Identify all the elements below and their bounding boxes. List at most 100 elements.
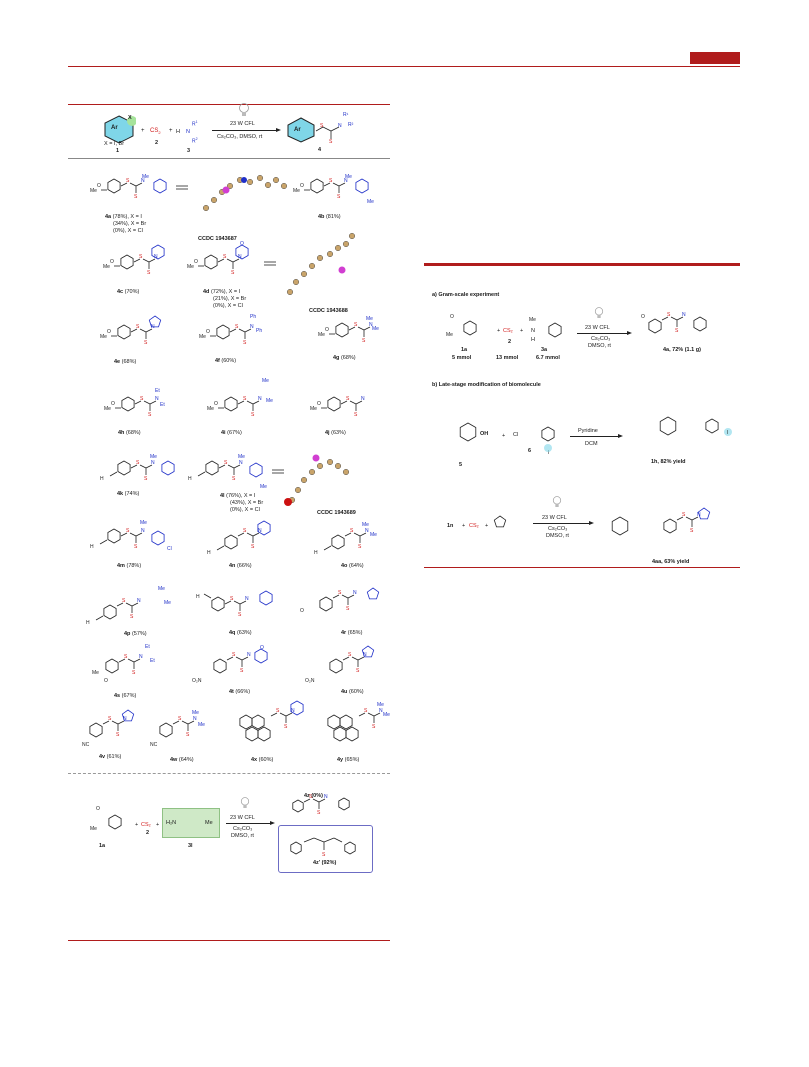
- thione-sulfur-label: S: [356, 668, 360, 674]
- aryl-s-bond: [323, 182, 331, 187]
- ortep-atom: [316, 254, 324, 262]
- product-n: N: [338, 123, 342, 129]
- s-c-bond: [246, 400, 254, 405]
- oxygen-atom-label: O: [325, 327, 329, 333]
- oxygen-atom-label: O: [194, 259, 198, 265]
- chlorine-label: Cl: [167, 546, 172, 552]
- nitro-label: O₂N: [192, 678, 202, 684]
- ethyl-label: Et: [155, 388, 160, 394]
- tolyl-ring: [355, 178, 369, 194]
- nitrogen-atom-label: N: [363, 652, 367, 658]
- nitrogen-atom-label: N: [245, 596, 249, 602]
- b-product-label: 1h, 82% yield: [651, 459, 686, 465]
- product-label-4j: 4j (63%): [325, 430, 346, 436]
- aryl-s-bond: [224, 600, 232, 605]
- product-label-4v: 4v (61%): [99, 754, 122, 760]
- methyl-label: Me: [370, 532, 377, 538]
- cmpd-4-label: 4: [318, 147, 322, 153]
- sulfur-atom-label: S: [364, 708, 368, 714]
- thiourea-bond: [323, 837, 335, 843]
- thione-sulfur-label: S: [322, 852, 326, 858]
- benzoate-ring: [705, 418, 719, 434]
- sulfur-atom-label: S: [139, 254, 143, 260]
- ccdc-label-3: CCDC 1943689: [317, 510, 356, 516]
- c-n-bond: [244, 328, 252, 333]
- c-n-bond: [691, 516, 699, 521]
- product-label-4l: 4l (76%), X = I: [220, 493, 256, 499]
- s-c-bond: [235, 656, 243, 661]
- nitrogen-atom-label: N: [155, 396, 159, 402]
- control-arrow-head: [270, 821, 275, 825]
- a-cond-base: Cs₂CO₃: [591, 336, 611, 342]
- a-arrow: [577, 333, 629, 334]
- ortep-atom: [292, 278, 300, 286]
- ortep-atom: [334, 462, 342, 470]
- product-4d-line2: (21%), X = Br: [213, 296, 247, 302]
- cmpd-2-label: 2: [155, 140, 159, 146]
- product-4w-ring: [159, 722, 173, 738]
- methyl-label: Me: [140, 520, 147, 526]
- c-n-bond: [359, 532, 367, 537]
- s-c-bond: [332, 182, 340, 187]
- ortep-atom: [342, 240, 350, 248]
- thione-sulfur-label: S: [240, 668, 244, 674]
- b-oh: OH: [480, 431, 489, 437]
- product-4l-ring: [205, 460, 219, 476]
- hydrogen-label: H: [86, 620, 90, 626]
- product-label-4y: 4y (65%): [337, 757, 360, 763]
- a-cs2-num: 2: [508, 339, 512, 345]
- s-c-bond: [353, 532, 361, 537]
- nitrogen-atom-label: N: [239, 460, 243, 466]
- methyl-label: Me: [310, 406, 317, 412]
- methyl-label: Me: [362, 522, 369, 528]
- nitrogen-atom-label: N: [258, 396, 262, 402]
- oxygen-atom-label: O: [240, 241, 244, 247]
- a-arrow-head: [627, 331, 632, 335]
- amine-r2: R2: [192, 137, 198, 145]
- x-def: X = I, Br: [104, 141, 125, 147]
- nitrogen-atom-label: N: [361, 396, 365, 402]
- sulfur-atom-label: S: [235, 324, 239, 330]
- a-sm-label: 1a: [461, 347, 468, 353]
- ortep-atom: [256, 174, 264, 182]
- thione-sulfur-label: S: [675, 328, 679, 334]
- s-c-bond: [142, 258, 150, 263]
- nitrile-label: NC: [82, 742, 90, 748]
- methyl-label: Me: [266, 398, 273, 404]
- b-cond-pyridine: Pyridine: [578, 428, 598, 434]
- methyl-label: Me: [164, 600, 171, 606]
- methyl-label: Me: [383, 712, 390, 718]
- reaction-arrow: [212, 130, 278, 131]
- section-a-title: a) Gram-scale experiment: [432, 292, 500, 298]
- ortep-atom: [300, 476, 308, 484]
- b-arrow: [570, 436, 620, 437]
- b-cond-dcm: DCM: [585, 441, 598, 447]
- nitrogen-atom-label: N: [141, 528, 145, 534]
- thione-sulfur-label: S: [144, 340, 148, 346]
- nitrogen-atom-label: N: [247, 652, 251, 658]
- s-c-bond: [685, 516, 693, 521]
- ortep-sulfur: [338, 266, 346, 274]
- product-4a-line2: (34%), X = Br: [113, 221, 147, 227]
- aryl-s-bond: [118, 658, 126, 663]
- methyl-label: Me: [198, 722, 205, 728]
- scheme-right-top-rule: [424, 263, 740, 266]
- aryl-s-bond: [172, 720, 180, 725]
- sulfur-atom-label: S: [122, 598, 126, 604]
- sulfur-atom-label: S: [178, 716, 182, 722]
- s-c-bond: [143, 400, 151, 405]
- ortep-atom: [264, 181, 272, 189]
- ethyl-label: Et: [145, 644, 150, 650]
- amine-highlight-box: [162, 808, 220, 838]
- c-plus2: +: [485, 523, 489, 529]
- product-label-4e: 4e (68%): [114, 359, 137, 365]
- pyrrolidine-ring: [148, 315, 162, 328]
- product-ar-label: Ar: [294, 127, 301, 133]
- a-amine-amount: 6.7 mmol: [536, 355, 560, 361]
- s-c-bond: [233, 600, 241, 605]
- pyrene-ring: [339, 714, 353, 730]
- a-amine-h: H: [531, 337, 535, 343]
- product-4l-line2: (43%), X = Br: [230, 500, 264, 506]
- product-s1: S: [320, 123, 324, 129]
- plus-sign: +: [141, 128, 145, 134]
